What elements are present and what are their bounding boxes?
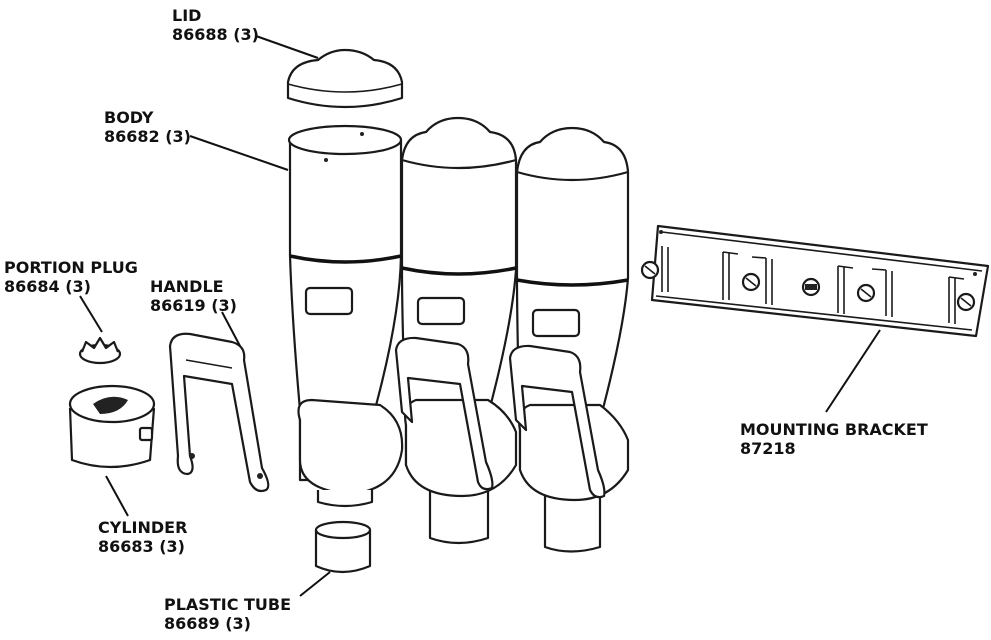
lid-name: LID xyxy=(172,6,202,25)
cylinder-label: CYLINDER 86683 (3) xyxy=(98,518,187,556)
handle-label: HANDLE 86619 (3) xyxy=(150,277,237,315)
handle-part-number: 86619 (3) xyxy=(150,296,237,315)
mounting-bracket-drawing xyxy=(640,224,990,338)
cylinder-leader-line xyxy=(105,475,129,517)
handle-drawing xyxy=(168,332,270,493)
body-label: BODY 86682 (3) xyxy=(104,108,191,146)
lid-label: LID 86688 (3) xyxy=(172,6,259,44)
portion-plug-part-number: 86684 (3) xyxy=(4,277,91,296)
cylinder-drawing xyxy=(68,384,156,469)
portion-plug-label: PORTION PLUG 86684 (3) xyxy=(4,258,138,296)
plastic-tube-label: PLASTIC TUBE 86689 (3) xyxy=(164,595,291,633)
plastic-tube-drawing xyxy=(314,520,372,574)
lid-drawing xyxy=(286,48,404,109)
portion-plug-name: PORTION PLUG xyxy=(4,258,138,277)
body-name: BODY xyxy=(104,108,154,127)
mounting-bracket-label: MOUNTING BRACKET 87218 xyxy=(740,420,928,458)
cylinder-part-number: 86683 (3) xyxy=(98,537,185,556)
mounting-bracket-part-number: 87218 xyxy=(740,439,796,458)
portion-plug-drawing xyxy=(78,336,122,365)
cylinder-name: CYLINDER xyxy=(98,518,188,537)
plastic-tube-part-number: 86689 (3) xyxy=(164,614,251,633)
body-leader-line xyxy=(189,135,289,171)
mounting-bracket-leader-line xyxy=(825,329,881,413)
handle-leader-line xyxy=(221,311,241,347)
lid-part-number: 86688 (3) xyxy=(172,25,259,44)
dispenser-middle-drawing xyxy=(394,116,518,545)
plastic-tube-name: PLASTIC TUBE xyxy=(164,595,292,614)
dispenser-left-drawing xyxy=(287,124,404,508)
handle-name: HANDLE xyxy=(150,277,224,296)
body-part-number: 86682 (3) xyxy=(104,127,191,146)
lid-leader-line xyxy=(255,35,319,59)
dispenser-right-drawing xyxy=(508,126,630,553)
plastic-tube-leader-line xyxy=(299,571,331,597)
mounting-bracket-name: MOUNTING BRACKET xyxy=(740,420,928,439)
portion-plug-leader-line xyxy=(79,295,103,333)
